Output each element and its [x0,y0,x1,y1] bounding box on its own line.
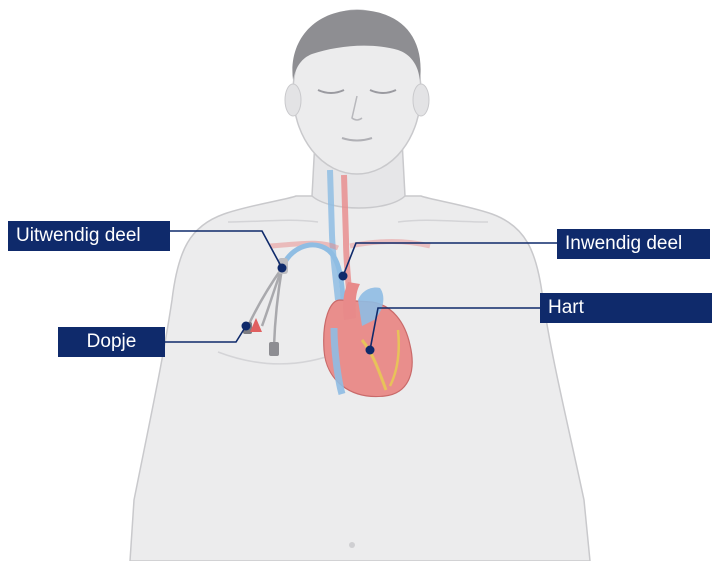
label-dopje: Dopje [58,327,165,357]
label-hart: Hart [540,293,712,323]
marker-inwendig [339,272,348,281]
marker-hart [366,346,375,355]
marker-dopje [242,322,251,331]
label-uitwendig-deel: Uitwendig deel [8,221,170,251]
navel [349,542,355,548]
ear-right [413,84,429,116]
marker-uitwendig [278,264,287,273]
ear-left [285,84,301,116]
label-inwendig-deel: Inwendig deel [557,229,710,259]
